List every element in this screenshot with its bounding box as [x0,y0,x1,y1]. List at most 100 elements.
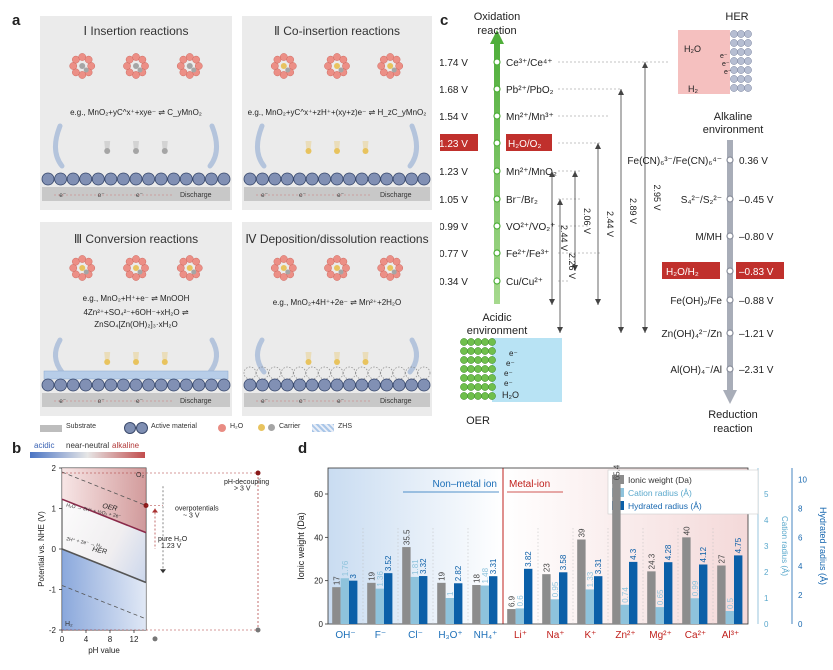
active-material-sphere [179,172,193,186]
right-tick-label: 0 [798,620,803,629]
bar-cation-radius [340,578,349,624]
data-label-hydrated-radius: 3.31 [594,558,603,574]
active-material-sphere [154,172,168,186]
carrier-ion [133,63,139,69]
electron-label: e⁻ [136,398,143,405]
right-voltage-label: –0.45 V [739,195,774,206]
electrode-sphere [488,347,496,355]
electrode-sphere [744,30,752,38]
electrode-sphere [481,338,489,346]
bar-ionic-weight [332,587,341,624]
active-material-sphere [380,378,394,392]
active-material-sphere [217,378,231,392]
h2o-h2-voltage-highlight [736,262,784,279]
bar-hydrated-radius [594,576,603,624]
h2o-molecule [286,257,295,266]
right-voltage-label: –0.88 V [739,296,774,307]
her-label: HER [92,546,108,556]
y-tick-label: 0 [52,545,57,554]
arrowhead [152,508,158,513]
left-voltage-label: 0.99 V [440,222,468,233]
arrowhead [557,199,563,205]
electrode-sphere [481,374,489,382]
electron-label: e⁻ [722,61,730,68]
data-label-hydrated-radius: 4.28 [664,544,673,560]
discharge-label: Discharge [180,398,212,405]
overpotentials-value: ~ 3 V [183,512,200,519]
active-material-sphere [280,378,294,392]
flow-arrow [255,337,267,375]
carrier-ion [305,148,312,154]
active-material-sphere [205,378,218,392]
potential-marker [493,85,501,93]
mid-tick-label: 5 [764,490,769,499]
electrode-sphere [467,374,475,382]
electrode-sphere [460,383,468,391]
her-point [152,636,158,642]
carrier-ion [191,67,197,73]
bar-ionic-weight [682,537,691,624]
carrier-ion [137,269,143,275]
dissolved-site [280,366,294,380]
h2o-molecule [392,257,401,266]
electrode-sphere [488,383,496,391]
legend-swatch-weight [612,475,624,484]
left-tick-label: 60 [314,490,323,499]
bar-cation-radius [515,608,524,624]
active-material-sphere [91,172,105,186]
co-insertion-title: Ⅱ Co-insertion reactions [274,24,400,38]
right-voltage-label: –1.21 V [739,329,774,340]
electrode-sphere [474,365,482,373]
data-label-cation-radius: 1.81 [411,559,420,575]
acidic-label: acidic [34,441,54,450]
bar-ionic-weight [507,609,516,624]
bar-hydrated-radius [734,555,743,624]
right-couple-label: H₂O/H₂ [666,267,699,278]
electrode-sphere [744,84,752,92]
x-tick-label: 8 [108,635,113,644]
data-label-hydrated-radius: 2.82 [454,565,463,581]
bar-hydrated-radius [664,562,673,624]
active-material-sphere [280,172,294,186]
h2o-molecule [392,55,401,64]
active-material-sphere [205,172,218,186]
carrier-ion [133,359,139,365]
active-material-sphere [104,378,118,392]
active-material-sphere [367,172,381,186]
alkaline-environment-label: environment [703,124,764,136]
left-axis-label: Ionic weight (Da) [296,512,306,580]
conversion-equation-3: ZnSO₄[Zn(OH)₂]₃·xH₂O [94,320,178,329]
her-overpotential-line [61,585,147,620]
active-material-sphere [79,378,93,392]
electrode-sphere [460,374,468,382]
arrowhead [595,143,601,149]
electrode-sphere [730,75,738,83]
category-label: NH₄⁺ [474,630,498,641]
substrate-bar [244,393,430,407]
electrode-sphere [467,365,475,373]
electron-label: e⁻ [724,69,732,76]
category-label: K⁺ [585,630,597,641]
bar-hydrated-radius [524,568,533,624]
electrode-sphere [460,338,468,346]
active-material-legend-label: Active material [151,423,197,430]
electrode-sphere [744,48,752,56]
electron-label: e⁻ [98,192,105,199]
oxidation-reaction-label: reaction [477,25,516,37]
electrode-sphere [730,57,738,65]
substrate-bar [42,393,230,407]
left-voltage-label: 0.77 V [440,249,468,260]
bar-ionic-weight [367,582,376,624]
right-tick-label: 10 [798,476,807,485]
category-label: Ca²⁺ [685,630,706,641]
h2o-label: H₂O [502,390,519,400]
data-label-ionic-weight: 23 [542,563,551,572]
active-material-sphere [142,172,155,186]
data-label-hydrated-radius: 3.82 [524,551,533,567]
right-tick-label: 2 [798,591,803,600]
bar-cation-radius [585,589,594,624]
panel-d-letter: d [298,440,308,457]
y-tick-label: -1 [49,586,57,595]
dissolved-site [330,366,344,380]
